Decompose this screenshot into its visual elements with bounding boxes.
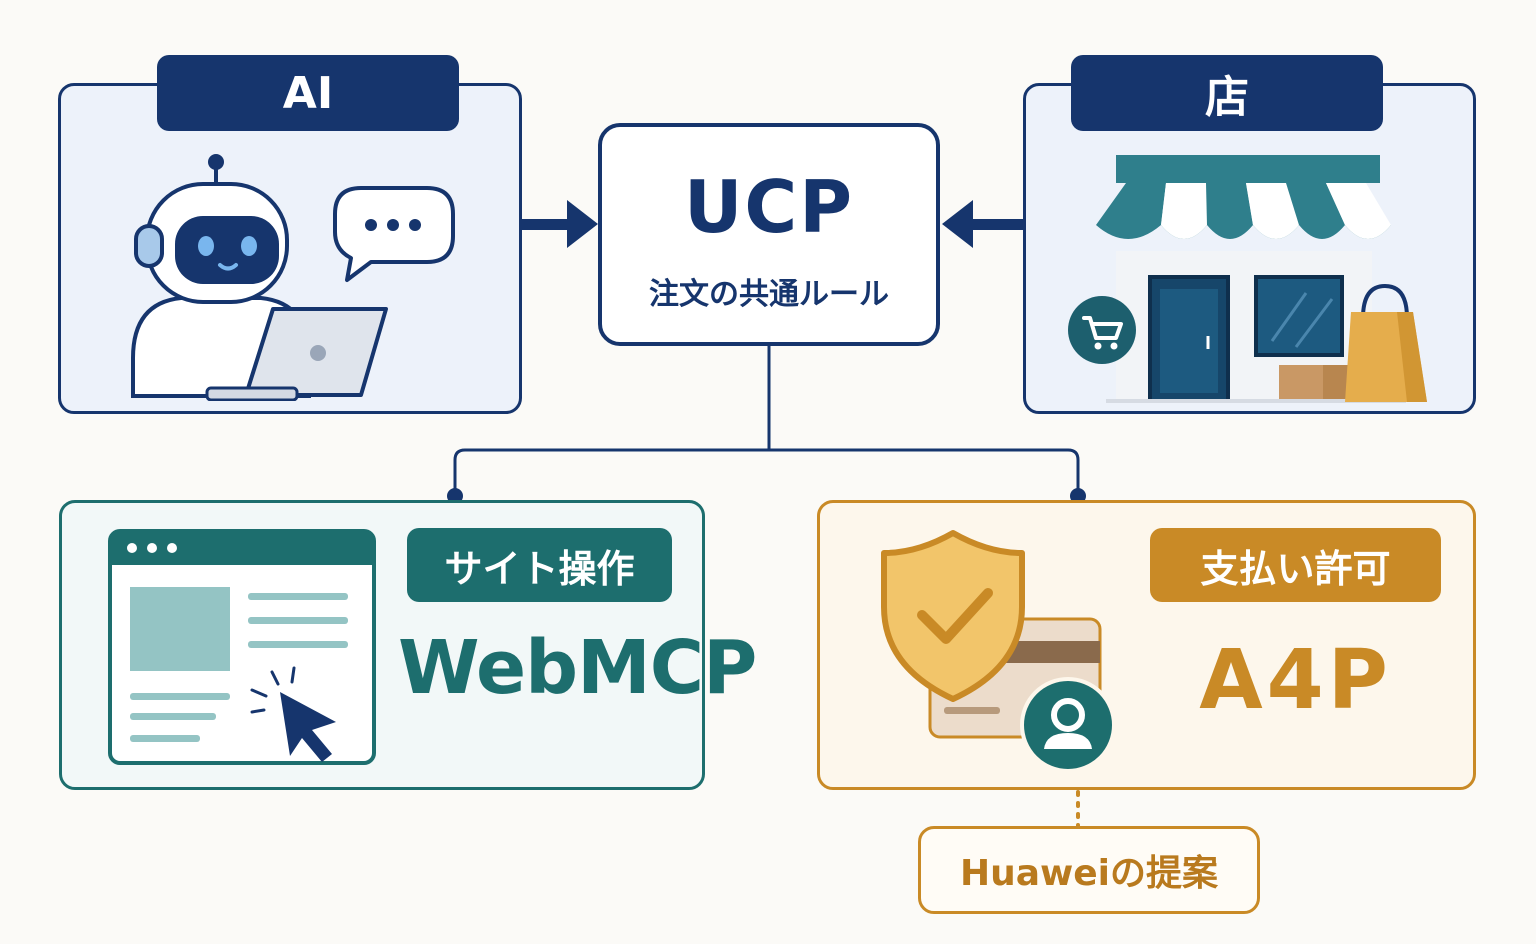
ucp-title: UCP (683, 165, 855, 249)
user-avatar-icon (1020, 677, 1116, 773)
speech-bubble-icon (333, 186, 455, 282)
store-label: 店 (1071, 55, 1383, 131)
tree-lines (453, 346, 1080, 495)
shield-check-icon (881, 530, 1025, 702)
shopping-cart-icon (1068, 296, 1136, 364)
storefront-icon (1096, 155, 1406, 403)
ucp-subtitle: 注文の共通ルール (649, 277, 889, 312)
robot-icon (131, 154, 311, 398)
a4p-panel (817, 500, 1476, 790)
a4p-tag: 支払い許可 (1150, 528, 1441, 602)
laptop-icon (205, 307, 388, 401)
shopping-bag-icon (1345, 283, 1427, 402)
cursor-click-icon (250, 666, 336, 762)
ai-panel (58, 83, 522, 414)
webmcp-tag: サイト操作 (407, 528, 672, 602)
a4p-name: A4P (1199, 633, 1392, 728)
ai-label: AI (157, 55, 459, 131)
ucp-box: UCP 注文の共通ルール (598, 123, 940, 346)
webmcp-name: WebMCP (398, 625, 757, 711)
huawei-note: Huaweiの提案 (918, 826, 1260, 914)
huawei-note-label: Huaweiの提案 (959, 853, 1219, 894)
store-panel (1023, 83, 1476, 414)
browser-window-icon (108, 529, 376, 765)
